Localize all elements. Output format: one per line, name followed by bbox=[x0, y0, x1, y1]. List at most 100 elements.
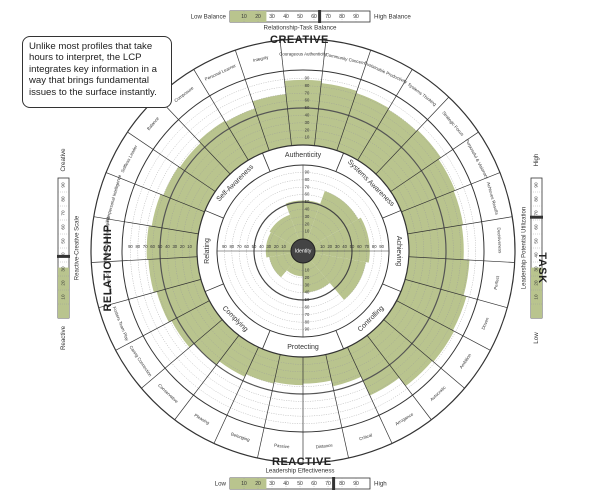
scale-number: 50 bbox=[305, 199, 310, 204]
dimension-divider bbox=[257, 354, 281, 459]
inner-fill bbox=[286, 260, 303, 277]
scale-number: 40 bbox=[305, 207, 310, 212]
scale-right-label: High bbox=[374, 481, 387, 488]
scale-caption: Reactive-Creative Scale bbox=[75, 215, 81, 280]
scale-number: 20 bbox=[305, 221, 310, 226]
scale-number: 60 bbox=[305, 305, 310, 310]
scale-number: 50 bbox=[158, 244, 163, 249]
scale-caption: Leadership Effectiveness bbox=[265, 468, 334, 475]
dimension-divider bbox=[405, 279, 508, 309]
inner-fill bbox=[313, 217, 370, 263]
scale-number: 20 bbox=[327, 244, 332, 249]
dimension-fill bbox=[336, 93, 389, 161]
scale-tick-label: 10 bbox=[534, 294, 539, 300]
dimension-divider bbox=[115, 300, 210, 351]
scale-number: 60 bbox=[305, 98, 310, 103]
summary-label: Authenticity bbox=[285, 152, 322, 159]
scale-number: 40 bbox=[342, 244, 347, 249]
scale-number: 50 bbox=[252, 244, 257, 249]
scale-tick-label: 70 bbox=[61, 210, 66, 216]
dimension-divider bbox=[407, 216, 513, 235]
scale-number: 30 bbox=[335, 244, 340, 249]
scale-number: 10 bbox=[305, 229, 310, 234]
dimension-divider bbox=[366, 335, 432, 420]
scale-tick-label: 50 bbox=[61, 238, 66, 244]
scale-number: 10 bbox=[305, 135, 310, 140]
percentile-ring bbox=[174, 122, 432, 380]
dimension-label: Belonging bbox=[230, 431, 251, 442]
summary-divider bbox=[204, 283, 224, 292]
dimension-fill bbox=[252, 94, 292, 151]
dimension-divider bbox=[141, 319, 223, 389]
scale-tick-label: 40 bbox=[283, 481, 289, 487]
scale-number: 70 bbox=[143, 244, 148, 249]
scale-number: 30 bbox=[305, 282, 310, 287]
dimension-fill bbox=[390, 159, 456, 212]
scale-tick-label: 80 bbox=[339, 481, 345, 487]
heading-task: TASK bbox=[536, 252, 548, 284]
dimension-divider bbox=[93, 216, 199, 235]
scale-number: 80 bbox=[305, 319, 310, 324]
scale-number: 60 bbox=[357, 244, 362, 249]
scale-number: 40 bbox=[165, 244, 170, 249]
dimension-label: Critical bbox=[358, 432, 372, 441]
scale-marker bbox=[332, 477, 336, 490]
scale-marker bbox=[57, 254, 70, 258]
scale-top-label: High bbox=[533, 153, 540, 166]
scale-number: 40 bbox=[259, 244, 264, 249]
dimension-label: Integrity bbox=[253, 54, 270, 62]
scale-tick-label: 60 bbox=[534, 224, 539, 230]
scale-number: 30 bbox=[172, 244, 177, 249]
dimension-divider bbox=[213, 347, 259, 444]
dimension-divider bbox=[105, 172, 205, 213]
dimension-divider bbox=[375, 96, 450, 175]
scale-number: 10 bbox=[187, 244, 192, 249]
dimension-fill bbox=[347, 335, 400, 396]
scale-number: 50 bbox=[305, 105, 310, 110]
summary-divider bbox=[262, 152, 271, 172]
dimension-fill bbox=[396, 279, 467, 331]
summary-label: Protecting bbox=[287, 344, 319, 351]
scale-number: 50 bbox=[305, 297, 310, 302]
scale-tick-label: 30 bbox=[534, 266, 539, 272]
dimension-fill bbox=[225, 108, 270, 161]
scale-number: 40 bbox=[305, 290, 310, 295]
scale-tick-label: 60 bbox=[311, 14, 317, 20]
scale-tick-label: 80 bbox=[534, 196, 539, 202]
dimension-fill bbox=[194, 319, 239, 365]
scale-number: 80 bbox=[305, 177, 310, 182]
scale-top-label: Creative bbox=[60, 148, 67, 172]
dimension-fill bbox=[198, 120, 249, 175]
summary-divider bbox=[382, 210, 402, 219]
scale-tick-label: 70 bbox=[325, 14, 331, 20]
scale-number: 60 bbox=[150, 244, 155, 249]
scale-number: 90 bbox=[305, 76, 310, 81]
scale-tick-label: 60 bbox=[61, 224, 66, 230]
summary-label: Achieving bbox=[395, 236, 402, 266]
scale-fill bbox=[230, 11, 267, 22]
scale-caption: Leadership Potential Utilization bbox=[522, 207, 528, 289]
scale-number: 80 bbox=[135, 244, 140, 249]
heading-relationship: RELATIONSHIP bbox=[102, 224, 114, 312]
summary-divider bbox=[262, 330, 271, 350]
scale-tick-label: 50 bbox=[297, 14, 303, 20]
scale-tick-label: 20 bbox=[255, 481, 261, 487]
dimension-label: Courageous Authenticity bbox=[279, 52, 327, 57]
scale-number: 90 bbox=[305, 170, 310, 175]
dimension-fill bbox=[401, 190, 464, 234]
dimension-divider bbox=[383, 319, 465, 389]
dimension-divider bbox=[156, 96, 231, 175]
scale-tick-label: 20 bbox=[255, 14, 261, 20]
dimension-fill bbox=[325, 347, 362, 387]
scale-marker bbox=[530, 215, 543, 219]
scale-bottom-label: Reactive bbox=[60, 325, 67, 350]
dimension-divider bbox=[174, 335, 240, 420]
scale-number: 70 bbox=[305, 312, 310, 317]
scale-number: 90 bbox=[222, 244, 227, 249]
inner-fill bbox=[303, 260, 330, 293]
scale-number: 20 bbox=[180, 244, 185, 249]
scale-fill bbox=[230, 478, 267, 489]
dimension-divider bbox=[357, 69, 413, 161]
